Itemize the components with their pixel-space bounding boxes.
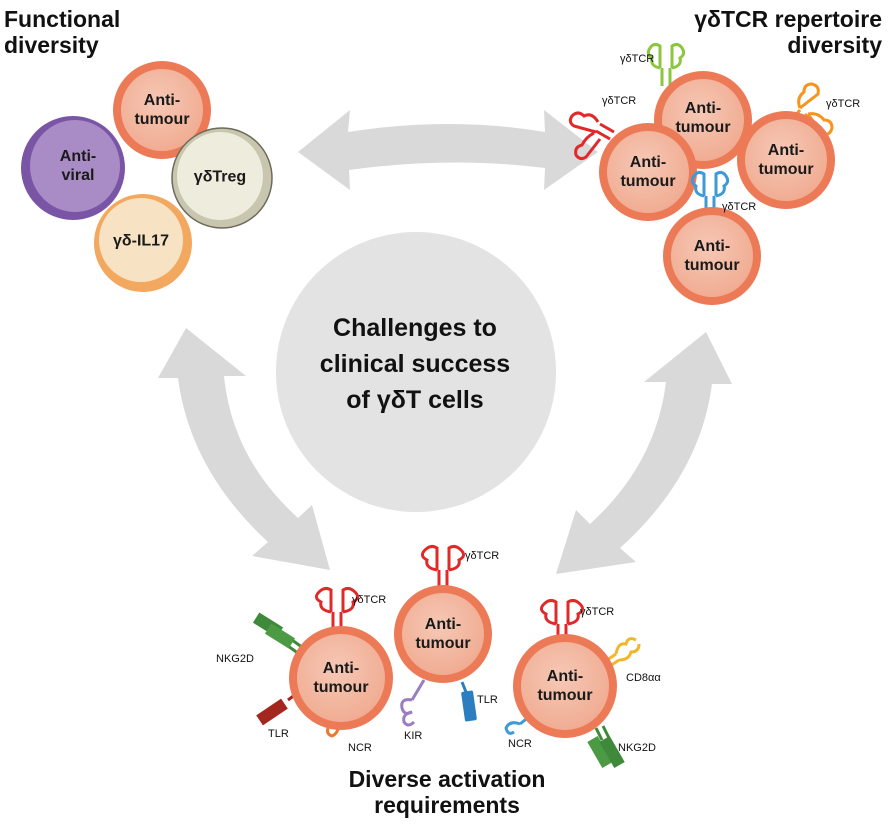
label-line: tumour xyxy=(675,119,731,136)
label-line: tumour xyxy=(758,161,814,178)
label-anti-tumour: Anti- tumour xyxy=(313,659,368,697)
label-anti-tumour: Anti- tumour xyxy=(537,667,592,705)
center-line: Challenges to xyxy=(333,314,497,342)
label-line: viral xyxy=(61,167,95,184)
cell-il17 xyxy=(94,194,192,292)
cell-treg xyxy=(171,127,273,229)
label-treg: γδTreg xyxy=(193,168,247,186)
label-tcr: γδTCR xyxy=(465,550,500,562)
label-anti-tumour: Anti- tumour xyxy=(415,615,470,653)
label-line: tumour xyxy=(684,257,740,274)
tcr-receptor-green xyxy=(646,42,686,86)
label-anti-viral: Anti- viral xyxy=(60,147,96,185)
label-line: tumour xyxy=(313,679,369,696)
label-nkg2d: NKG2D xyxy=(216,653,254,665)
label-ncr: NCR xyxy=(508,738,532,750)
label-line: Anti- xyxy=(143,92,181,109)
label-tcr: γδTCR xyxy=(580,606,615,618)
nkg2d-receptor-c xyxy=(587,725,625,768)
label-anti-tumour: Anti- tumour xyxy=(620,153,675,191)
label-il17: γδ-IL17 xyxy=(113,232,169,250)
tlr-receptor-b xyxy=(460,681,477,722)
cell-rep-right xyxy=(737,111,835,209)
tlr-receptor-a xyxy=(256,692,297,726)
label-line: Anti- xyxy=(693,238,731,255)
label-line: Anti- xyxy=(629,154,667,171)
label-line: tumour xyxy=(134,111,190,128)
cell-act-c xyxy=(513,634,617,738)
label-nkg2d: NKG2D xyxy=(618,742,656,754)
label-anti-tumour: Anti- tumour xyxy=(675,99,730,137)
heading-line: diversity xyxy=(787,32,882,58)
cycle-arrows xyxy=(158,110,732,574)
cell-rep-bottom xyxy=(663,207,761,305)
heading-line: γδTCR repertoire xyxy=(694,6,882,32)
label-line: Anti- xyxy=(322,660,360,677)
arrow-top xyxy=(298,110,598,190)
arrow-left xyxy=(158,328,330,570)
arrow-right xyxy=(556,332,732,574)
label-line: Anti- xyxy=(59,148,97,165)
label-anti-tumour: Anti- tumour xyxy=(684,237,739,275)
label-line: tumour xyxy=(620,173,676,190)
center-circle xyxy=(276,232,556,512)
cell-act-a xyxy=(289,626,393,730)
tcr-receptor-red-b xyxy=(420,544,466,588)
tcr-receptor-blue xyxy=(690,170,730,214)
cell-anti-viral xyxy=(21,116,125,220)
label-cd8: CD8αα xyxy=(626,672,661,684)
label-tcr: γδTCR xyxy=(826,98,861,110)
label-tcr: γδTCR xyxy=(352,594,387,606)
center-line: clinical success xyxy=(319,350,511,378)
label-anti-tumour: Anti- tumour xyxy=(134,91,189,129)
label-anti-tumour: Anti- tumour xyxy=(758,141,813,179)
label-tcr: γδTCR xyxy=(722,201,757,213)
cell-rep-left xyxy=(599,123,697,221)
label-line: Anti- xyxy=(546,668,584,685)
center-line: of γδT cells xyxy=(346,386,484,414)
label-line: tumour xyxy=(537,687,593,704)
heading-line: Diverse activation xyxy=(348,766,546,792)
label-tcr: γδTCR xyxy=(620,53,655,65)
label-kir: KIR xyxy=(404,730,423,742)
heading-line: requirements xyxy=(374,792,520,818)
heading-line: Functional xyxy=(4,6,121,32)
cell-act-b xyxy=(394,585,492,683)
label-tlr: TLR xyxy=(477,694,498,706)
label-tcr: γδTCR xyxy=(602,95,637,107)
cell-anti-tumour-functional xyxy=(113,61,211,159)
center-title: Challenges to clinical success of γδT ce… xyxy=(295,310,535,418)
heading-functional-diversity: Functional diversity xyxy=(4,6,120,58)
label-ncr: NCR xyxy=(348,742,372,754)
kir-receptor-b xyxy=(400,679,426,727)
heading-line: diversity xyxy=(4,32,99,58)
label-line: Anti- xyxy=(424,616,462,633)
tcr-receptor-red-a xyxy=(314,586,360,630)
label-line: tumour xyxy=(415,635,471,652)
label-line: Anti- xyxy=(767,142,805,159)
heading-repertoire-diversity: γδTCR repertoire diversity xyxy=(682,6,882,58)
heading-activation-requirements: Diverse activation requirements xyxy=(332,766,562,818)
label-tlr: TLR xyxy=(268,728,289,740)
tcr-receptor-red-rep xyxy=(568,111,615,161)
label-line: Anti- xyxy=(684,100,722,117)
